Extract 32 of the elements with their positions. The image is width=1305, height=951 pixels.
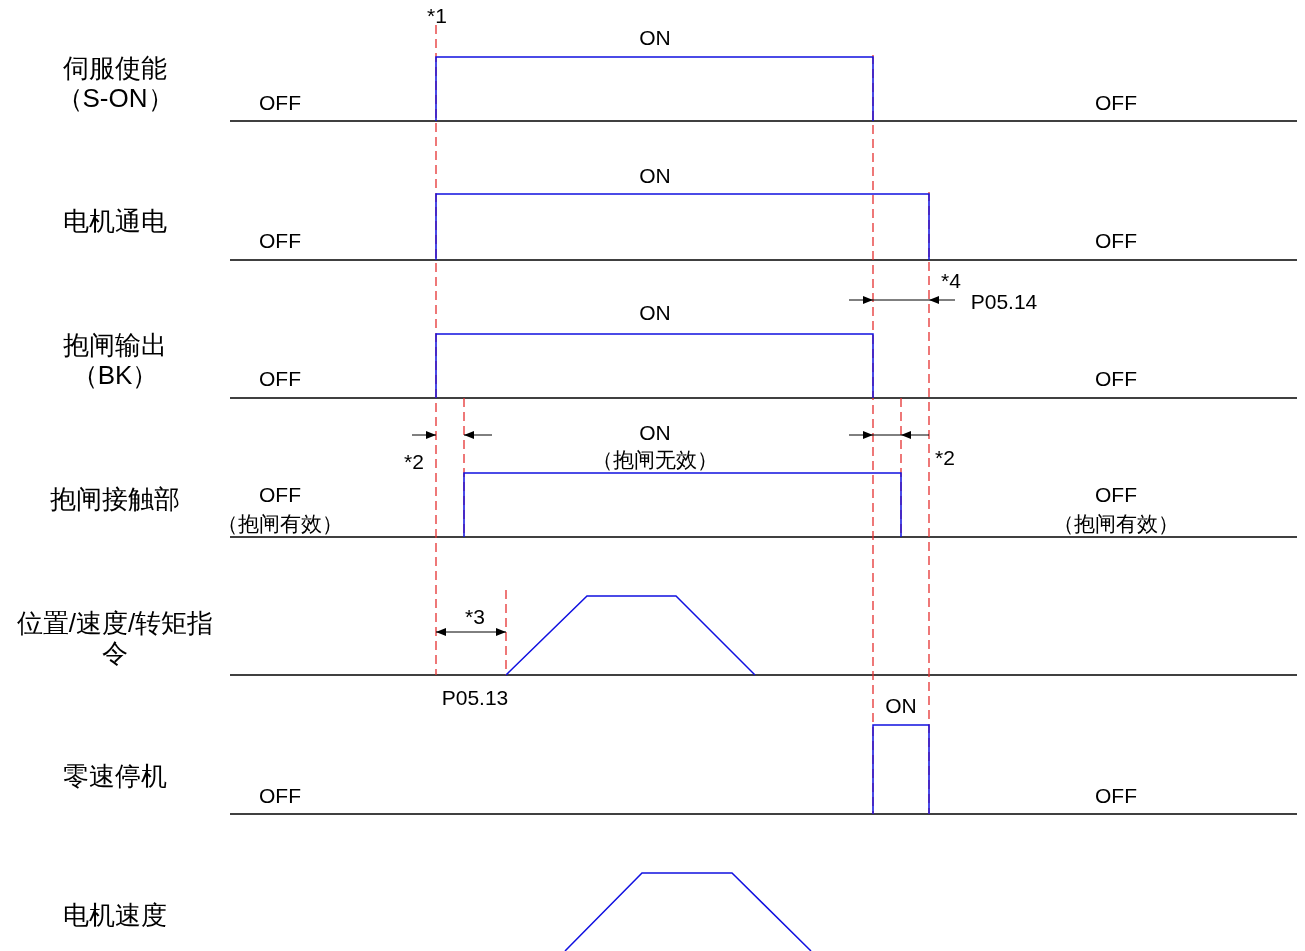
state-label: OFF — [259, 482, 301, 508]
state-label: OFF — [259, 366, 301, 392]
signal-name: 位置/速度/转矩指令 — [15, 609, 215, 669]
state-label: （抱闸有效） — [1053, 511, 1179, 537]
state-label: ON — [639, 25, 671, 51]
note-mark: *4 — [941, 268, 961, 294]
parameter-label: P05.14 — [970, 289, 1038, 315]
signal-name: 抱闸输出（BK） — [62, 331, 168, 391]
note-mark: *3 — [465, 604, 485, 630]
state-label: OFF — [1095, 783, 1137, 809]
state-label: OFF — [1095, 228, 1137, 254]
signal-name: 伺服使能（S-ON） — [55, 54, 175, 114]
state-label: OFF — [1095, 90, 1137, 116]
state-label: OFF — [1095, 482, 1137, 508]
state-label: ON — [885, 693, 917, 719]
state-label: （抱闸有效） — [217, 511, 343, 537]
state-label: OFF — [259, 783, 301, 809]
note-mark: *2 — [404, 449, 424, 475]
signal-name: 电机速度 — [63, 901, 167, 931]
note-mark: *2 — [935, 445, 955, 471]
signal-name: 零速停机 — [63, 762, 167, 792]
signal-name: 抱闸接触部 — [50, 485, 180, 515]
state-label: ON — [639, 300, 671, 326]
note-mark: *1 — [427, 3, 447, 29]
signal-name: 电机通电 — [63, 207, 167, 237]
state-label: ON — [639, 420, 671, 446]
state-label: （抱闸无效） — [592, 447, 718, 473]
state-label: OFF — [259, 90, 301, 116]
parameter-label: P05.13 — [441, 685, 509, 711]
state-label: OFF — [259, 228, 301, 254]
state-label: ON — [639, 163, 671, 189]
state-label: OFF — [1095, 366, 1137, 392]
